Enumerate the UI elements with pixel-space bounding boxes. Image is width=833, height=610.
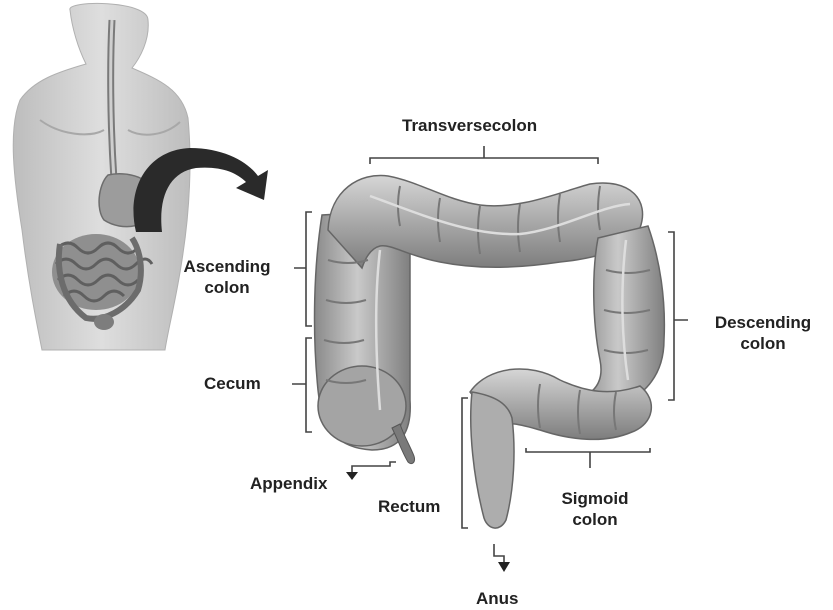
rectum-shape [471,392,514,528]
appendix-label: Appendix [250,473,327,494]
anus-arrowhead [498,562,510,572]
descending-colon-label-line2: colon [698,333,828,354]
sigmoid-colon-label-line1: Sigmoid [540,488,650,509]
appendix-arrowhead [346,472,358,480]
ascending-colon-bracket [294,212,312,326]
descending-colon-label: Descending colon [698,312,828,354]
descending-colon-label-line1: Descending [698,312,828,333]
rectum-label: Rectum [378,496,440,517]
sigmoid-colon-label-line2: colon [540,509,650,530]
descending-colon-bracket [668,232,688,400]
anus-leader [494,544,504,562]
sigmoid-colon-label: Sigmoid colon [540,488,650,530]
cecum-label: Cecum [204,373,261,394]
ascending-colon-label-line2: colon [162,277,292,298]
anus-label: Anus [476,588,519,609]
large-colon [315,175,665,528]
transverse-colon-label: Transversecolon [402,115,537,136]
sigmoid-colon-bracket [526,448,650,468]
ascending-colon-label-line1: Ascending [162,256,292,277]
cecum-bracket [292,338,312,432]
ascending-colon-label: Ascending colon [162,256,292,298]
rectum-bracket [462,398,468,528]
appendix-leader [352,462,396,472]
cecum-shape [318,366,406,446]
transverse-colon-bracket [370,146,598,164]
